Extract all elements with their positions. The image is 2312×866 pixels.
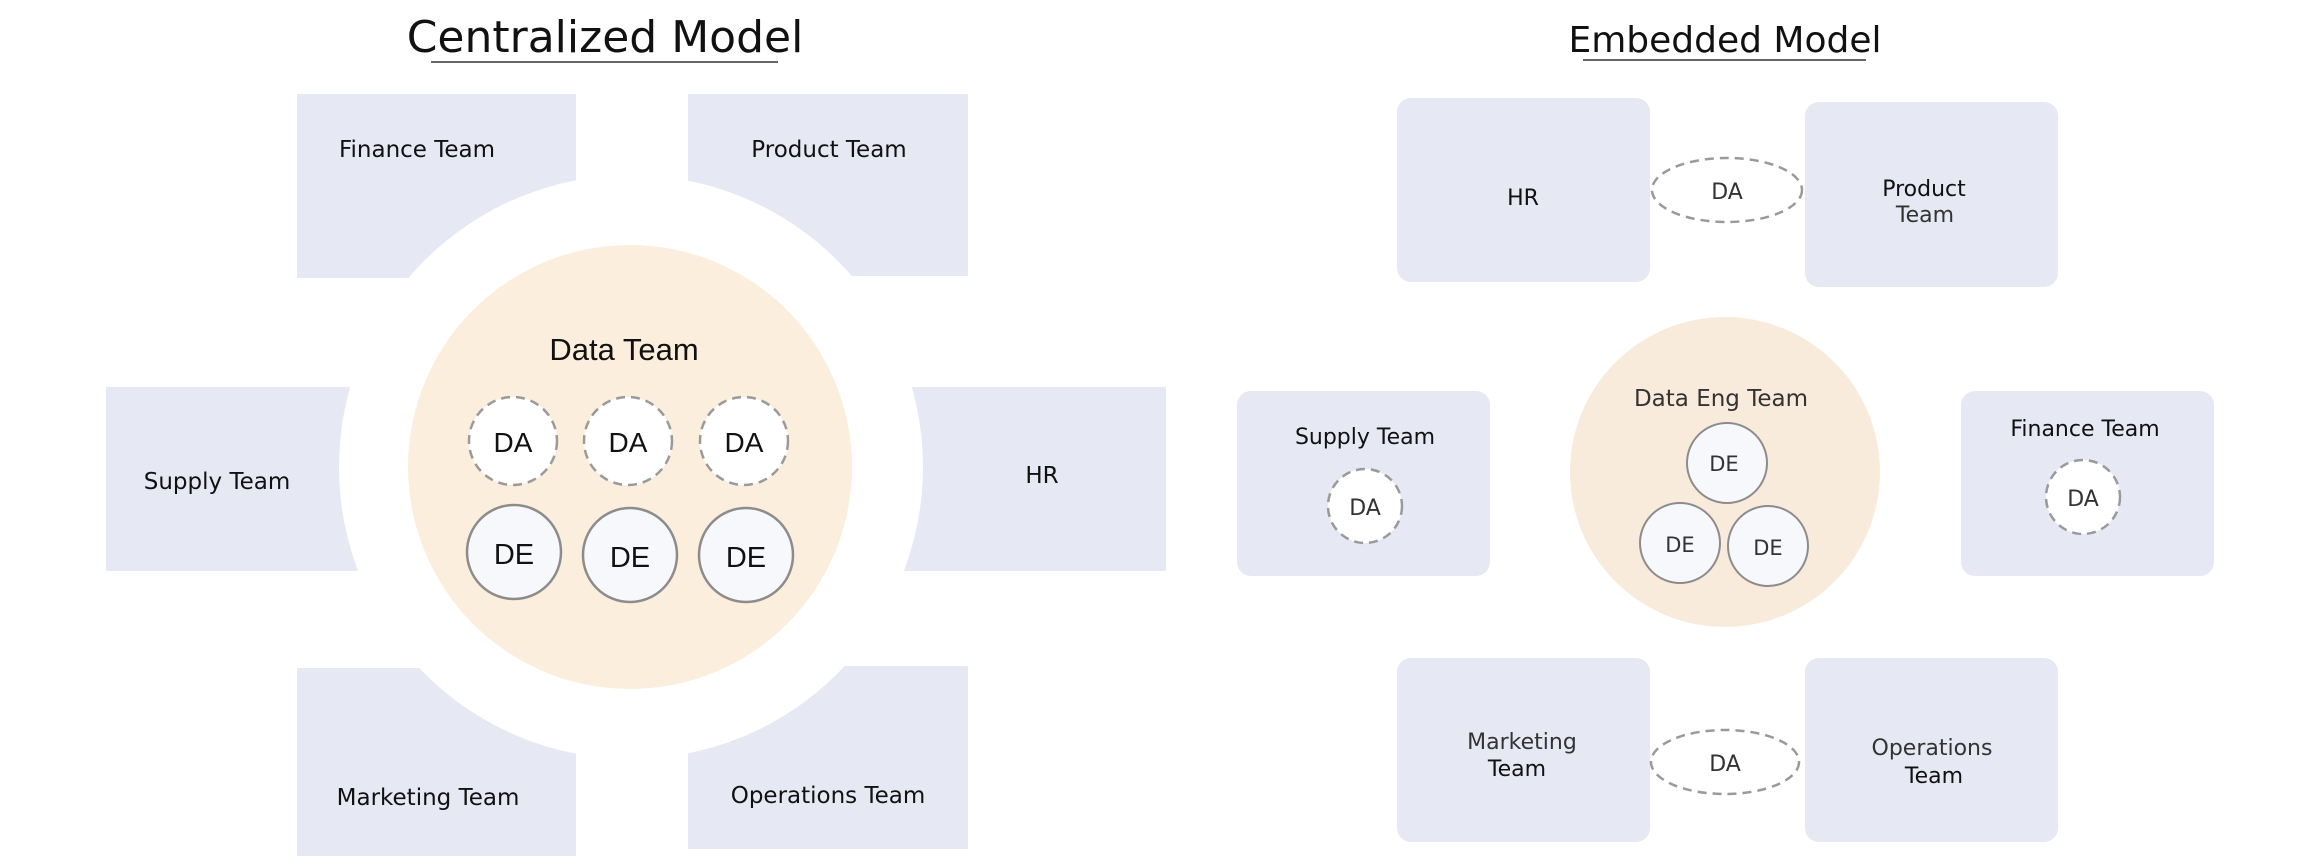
centralized-team-blocks (106, 94, 1166, 856)
da-node-label: DA (725, 427, 764, 458)
da-node-label: DA (494, 427, 533, 458)
hr-team-box (1397, 98, 1650, 282)
embedded-title: Embedded Model (1568, 20, 1881, 61)
marketing-team-label: Marketing Team (337, 785, 520, 811)
finance-team-label: Finance Team (339, 137, 495, 163)
de-node-label: DE (1753, 536, 1782, 560)
da-node (698, 395, 790, 487)
da-node-label: DA (1349, 496, 1381, 521)
operations-team-block (688, 666, 968, 849)
finance-team-label: Finance Team (2010, 417, 2159, 442)
data-team-label: Data Team (549, 332, 698, 367)
product-team-label-line1: Product (1882, 177, 1966, 202)
da-node-bottom (1649, 728, 1801, 796)
de-node-label: DE (610, 542, 650, 574)
da-node (467, 395, 559, 487)
de-node-label: DE (494, 539, 534, 571)
hr-team-block (899, 387, 1166, 571)
data-eng-team: Data Eng Team DE DE DE (1570, 317, 1880, 627)
de-node (1639, 502, 1721, 584)
da-node-supply (1326, 467, 1404, 545)
da-node-finance (2044, 458, 2122, 536)
marketing-team-label-line2: Team (1487, 757, 1546, 782)
centralized-title: Centralized Model (407, 12, 804, 63)
de-node (465, 503, 563, 601)
de-node (697, 506, 795, 604)
da-node-top (1650, 156, 1804, 224)
marketing-team-box (1397, 658, 1650, 842)
da-node-label: DA (1711, 180, 1743, 205)
marketing-team-label-line1: Marketing (1467, 730, 1577, 755)
hr-team-label: HR (1507, 186, 1539, 211)
product-team-box (1805, 102, 2058, 287)
supply-team-label: Supply Team (1295, 425, 1435, 450)
da-node-label: DA (1709, 752, 1741, 777)
de-node (581, 506, 679, 604)
product-team-label: Product Team (751, 137, 906, 163)
product-team-block (688, 94, 968, 276)
finance-team-block (297, 94, 576, 278)
de-node (1727, 505, 1809, 587)
operations-team-box (1805, 658, 2058, 842)
da-node-label: DA (2067, 487, 2099, 512)
operations-team-label-line2: Team (1904, 764, 1963, 789)
operations-team-label-line1: Operations (1872, 736, 1993, 761)
da-node (582, 395, 674, 487)
centralized-model: Centralized Model Finance Team Product T… (106, 12, 1166, 856)
supply-team-label: Supply Team (144, 469, 290, 495)
hr-team-label: HR (1025, 463, 1058, 489)
data-team: Data Team DA DA DA DE DE DE (408, 245, 852, 689)
embedded-model: Embedded Model HR DA Product Team Supply… (1237, 20, 2214, 842)
da-node-label: DA (609, 427, 648, 458)
data-eng-team-label: Data Eng Team (1634, 386, 1808, 412)
product-team-label-line2: Team (1895, 203, 1954, 228)
de-node-label: DE (1665, 533, 1694, 557)
de-node (1686, 422, 1768, 504)
de-node-label: DE (1709, 452, 1738, 476)
supply-team-block (106, 387, 364, 571)
operations-team-label: Operations Team (731, 783, 926, 809)
de-node-label: DE (726, 542, 766, 574)
marketing-team-block (297, 668, 576, 856)
